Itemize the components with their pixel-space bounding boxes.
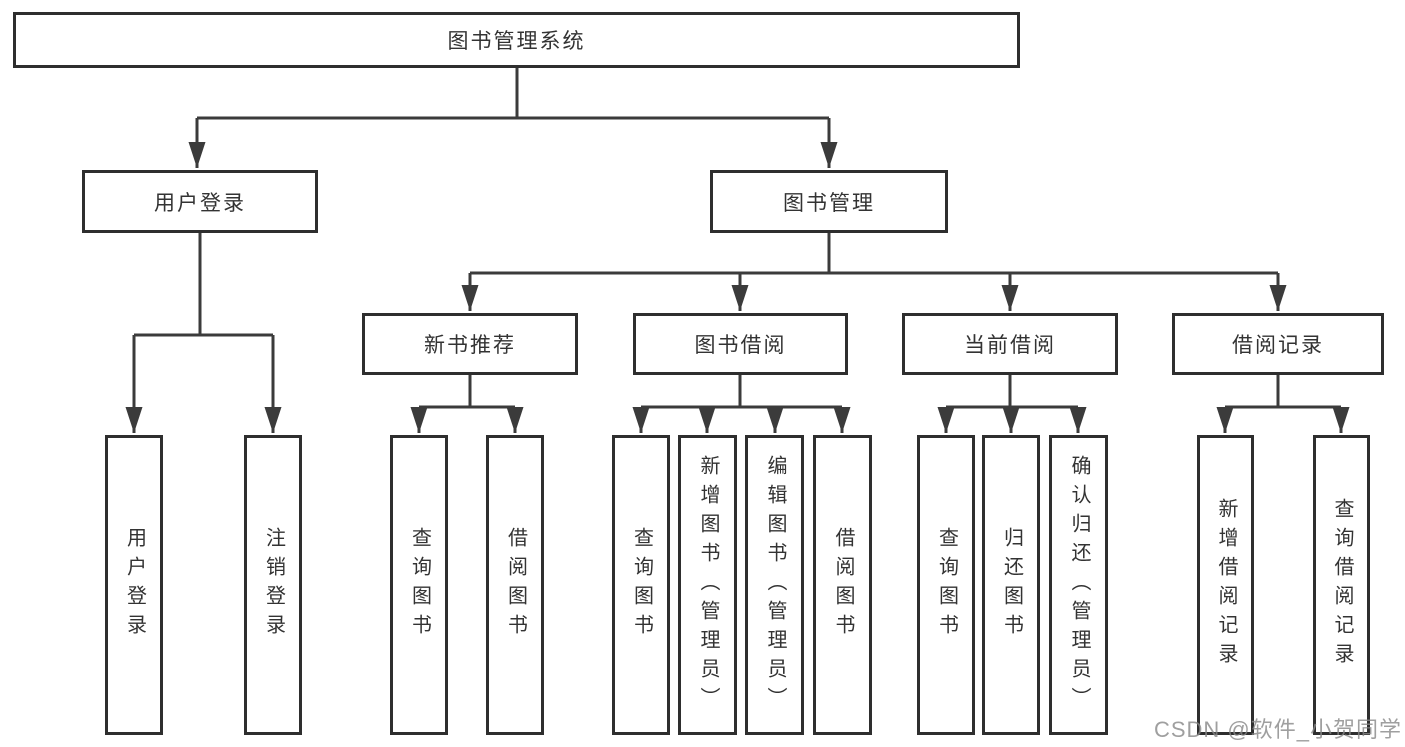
node-book-management: 图书管理 bbox=[710, 170, 948, 233]
node-library-management-system: 图书管理系统 bbox=[13, 12, 1020, 68]
leaf-borrow-book: 借阅图书 bbox=[486, 435, 544, 735]
leaf-add-borrow-record: 新增借阅记录 bbox=[1197, 435, 1254, 735]
leaf-query-book: 查询图书 bbox=[917, 435, 975, 735]
connectors-borrow-records bbox=[1216, 375, 1350, 433]
node-borrow-records: 借阅记录 bbox=[1172, 313, 1384, 375]
node-new-book-recommend: 新书推荐 bbox=[362, 313, 578, 375]
leaf-user-login: 用户登录 bbox=[105, 435, 163, 735]
node-user-login: 用户登录 bbox=[82, 170, 318, 233]
connectors-user-login bbox=[125, 233, 282, 433]
leaf-borrow-book: 借阅图书 bbox=[813, 435, 872, 735]
leaf-confirm-return-admin: 确认归还（管理员） bbox=[1049, 435, 1108, 735]
connectors-book-borrow bbox=[632, 375, 851, 433]
leaf-logout: 注销登录 bbox=[244, 435, 302, 735]
leaf-query-borrow-record: 查询借阅记录 bbox=[1313, 435, 1370, 735]
leaf-edit-book-admin: 编辑图书（管理员） bbox=[745, 435, 804, 735]
connectors-new-book-recommend bbox=[410, 375, 524, 433]
leaf-query-book: 查询图书 bbox=[390, 435, 448, 735]
leaf-add-book-admin: 新增图书（管理员） bbox=[678, 435, 737, 735]
connectors-root bbox=[188, 68, 838, 168]
connectors-book-management bbox=[461, 233, 1287, 311]
node-book-borrow: 图书借阅 bbox=[633, 313, 848, 375]
leaf-query-book: 查询图书 bbox=[612, 435, 670, 735]
connectors-current-borrow bbox=[937, 375, 1087, 433]
leaf-return-book: 归还图书 bbox=[982, 435, 1040, 735]
watermark: CSDN @软件_小贺同学 bbox=[1153, 717, 1402, 742]
node-current-borrow: 当前借阅 bbox=[902, 313, 1118, 375]
